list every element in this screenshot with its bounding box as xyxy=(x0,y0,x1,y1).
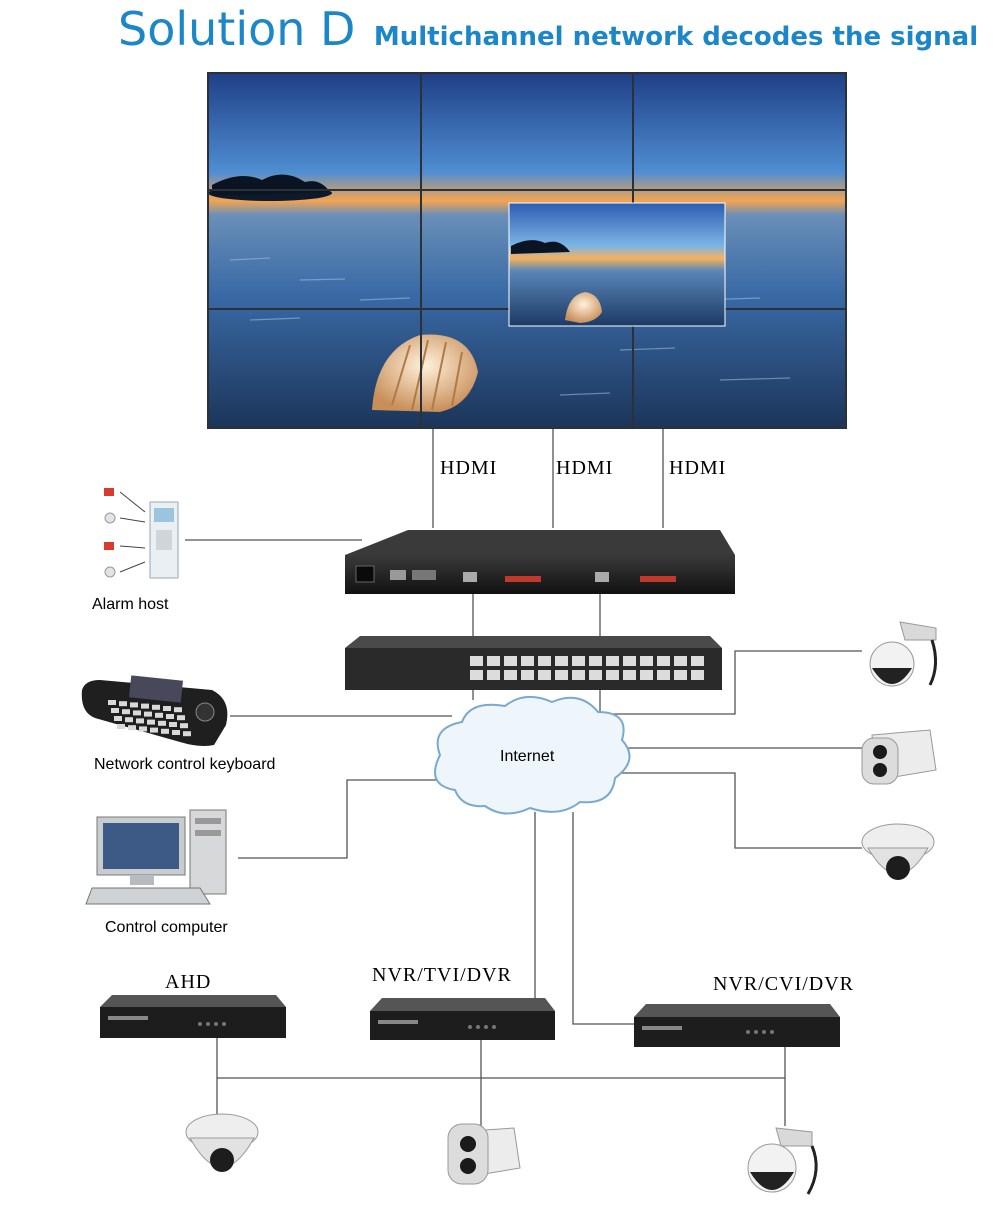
recorder-nvr-cvi xyxy=(634,1004,840,1047)
switch-port xyxy=(589,670,602,680)
keyboard-key xyxy=(150,727,158,733)
computer-device xyxy=(85,809,227,905)
keyboard-key xyxy=(177,715,185,721)
connection-lines xyxy=(185,428,862,1128)
hdmi-label-2: HDMI xyxy=(556,457,614,479)
switch-port xyxy=(521,656,534,666)
dome-camera-2 xyxy=(185,1113,259,1172)
computer-line xyxy=(238,779,442,859)
recorder-nvr-cvi-label: NVR/CVI/DVR xyxy=(713,973,855,995)
switch-port xyxy=(487,656,500,666)
switch-port xyxy=(691,656,704,666)
recorder-nvr-tvi xyxy=(370,998,555,1040)
switch-port xyxy=(521,670,534,680)
title-subtitle: Multichannel network decodes the signal xyxy=(373,22,979,52)
camera-line-1 xyxy=(600,650,862,715)
keyboard-key xyxy=(144,711,152,717)
keyboard-key xyxy=(161,728,169,734)
camera-line-3 xyxy=(620,772,862,849)
recorder-ahd xyxy=(100,995,286,1038)
keyboard-key xyxy=(114,716,122,721)
switch-port xyxy=(623,656,636,666)
switch-port xyxy=(640,656,653,666)
alarm-host-label: Alarm host xyxy=(92,596,169,613)
switch-port xyxy=(674,670,687,680)
switch-port xyxy=(504,656,517,666)
recorder-nvr-tvi-label: NVR/TVI/DVR xyxy=(372,964,512,986)
switch-port xyxy=(589,656,602,666)
switch-port xyxy=(504,670,517,680)
keyboard-key xyxy=(108,700,116,705)
switch-port xyxy=(555,656,568,666)
keyboard-key xyxy=(128,725,136,731)
switch-device xyxy=(345,636,722,690)
keyboard-key xyxy=(133,710,141,716)
keyboard-keys xyxy=(108,700,191,737)
keyboard-label: Network control keyboard xyxy=(94,756,276,773)
keyboard-key xyxy=(139,726,147,732)
switch-port xyxy=(470,670,483,680)
keyboard-key xyxy=(172,730,180,735)
keyboard-key xyxy=(174,707,182,713)
ptz-camera-2 xyxy=(747,1127,818,1195)
decoder-device xyxy=(345,530,735,594)
switch-port xyxy=(657,670,670,680)
switch-port xyxy=(572,656,585,666)
switch-port xyxy=(470,656,483,666)
recorder-ahd-label: AHD xyxy=(165,971,212,993)
switch-port xyxy=(555,670,568,680)
keyboard-key xyxy=(119,701,127,707)
bullet-camera-2 xyxy=(447,1123,521,1185)
switch-port xyxy=(572,670,585,680)
internet-label: Internet xyxy=(500,748,555,765)
nvr-cvi-line xyxy=(572,812,634,1025)
switch-ports xyxy=(470,656,704,680)
ptz-camera-1 xyxy=(869,621,937,687)
bullet-camera-1 xyxy=(861,729,937,785)
switch-port xyxy=(606,656,619,666)
hdmi-label-1: HDMI xyxy=(440,457,498,479)
switch-port xyxy=(640,670,653,680)
switch-port xyxy=(487,670,500,680)
switch-port xyxy=(606,670,619,680)
computer-label: Control computer xyxy=(105,919,228,936)
hdmi-label-3: HDMI xyxy=(669,457,727,479)
keyboard-device xyxy=(81,675,228,746)
keyboard-key xyxy=(169,722,177,727)
dome-camera-1 xyxy=(861,823,935,880)
switch-port xyxy=(691,670,704,680)
keyboard-key xyxy=(117,724,125,729)
keyboard-key xyxy=(141,703,149,709)
video-wall xyxy=(207,72,847,429)
internet-cloud xyxy=(434,695,631,815)
video-wall-inset-window xyxy=(508,202,726,327)
keyboard-key xyxy=(155,712,163,718)
keyboard-key xyxy=(147,719,155,725)
keyboard-key xyxy=(166,714,174,719)
switch-port xyxy=(657,656,670,666)
keyboard-key xyxy=(130,702,138,708)
switch-port xyxy=(538,656,551,666)
keyboard-key xyxy=(111,708,119,713)
switch-port xyxy=(538,670,551,680)
keyboard-key xyxy=(180,723,188,729)
keyboard-key xyxy=(122,709,130,715)
keyboard-key xyxy=(163,706,171,711)
keyboard-key xyxy=(152,704,160,710)
switch-port xyxy=(674,656,687,666)
keyboard-key xyxy=(158,720,166,726)
switch-port xyxy=(623,670,636,680)
title-main: Solution D xyxy=(118,2,356,56)
keyboard-key xyxy=(136,718,144,724)
alarm-host-device xyxy=(104,488,179,579)
page-title: Solution D Multichannel network decodes … xyxy=(118,2,978,56)
keyboard-key xyxy=(125,717,133,723)
keyboard-key xyxy=(183,731,191,737)
